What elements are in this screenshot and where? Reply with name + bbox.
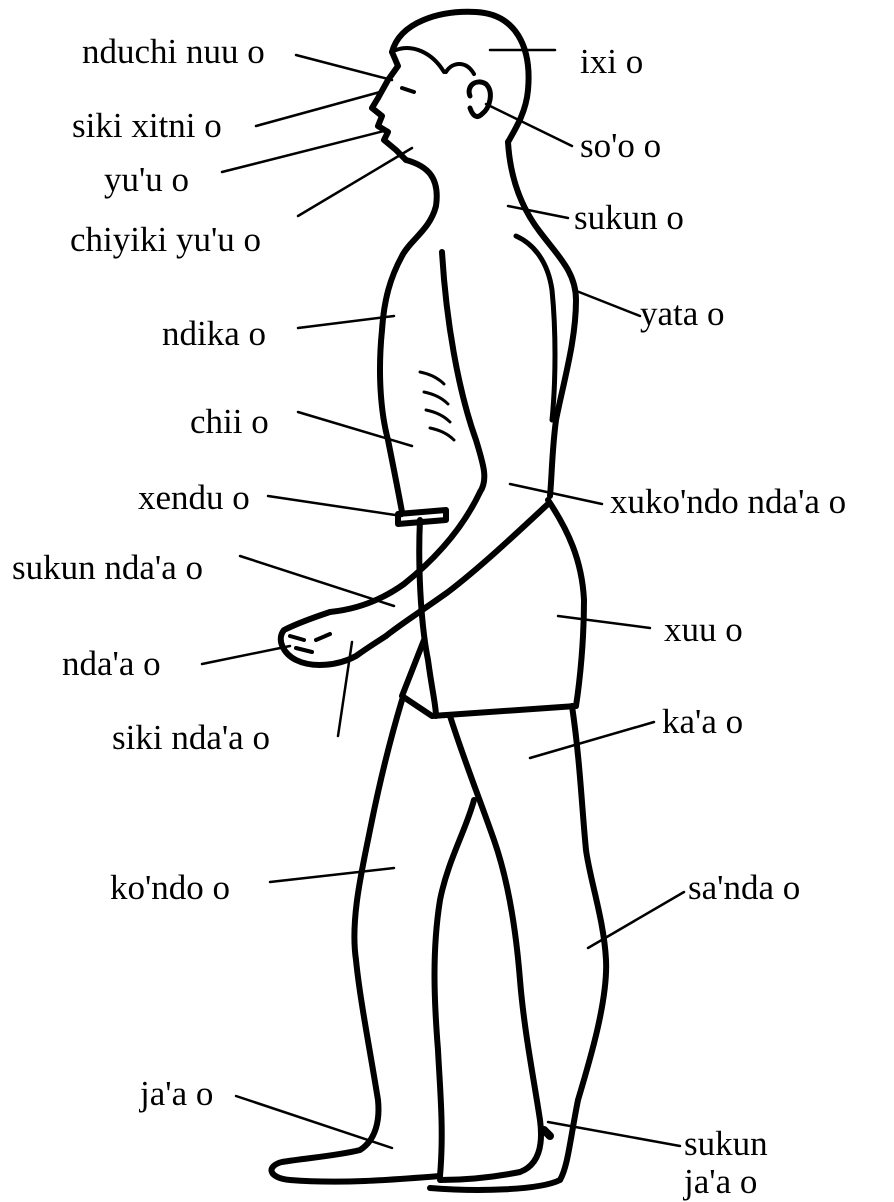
- hairline: [396, 48, 474, 74]
- leader-waist: [268, 496, 402, 516]
- label-hip: xuu o: [664, 612, 743, 647]
- eye: [402, 88, 414, 92]
- leader-foot: [236, 1096, 392, 1148]
- throat-line: [382, 160, 437, 330]
- label-ankle-line2: ja'a o: [684, 1164, 757, 1199]
- leader-mouth: [222, 130, 388, 172]
- label-chest: ndika o: [162, 316, 266, 351]
- leader-hip: [558, 616, 650, 628]
- front-torso-line: [380, 330, 402, 512]
- label-wrist: sukun nda'a o: [12, 550, 203, 585]
- label-forehead: nduchi nuu o: [82, 34, 265, 69]
- back-line: [508, 142, 576, 496]
- leader-elbow: [510, 484, 602, 504]
- leader-wrist: [240, 556, 394, 606]
- label-ribs: chii o: [190, 404, 269, 439]
- leader-knee: [270, 868, 394, 882]
- upper-arm-back: [442, 252, 484, 492]
- fingers: [290, 634, 330, 652]
- label-knee: ko'ndo o: [110, 870, 230, 905]
- leader-hand: [202, 646, 290, 664]
- leader-ear: [486, 104, 572, 146]
- label-elbow: xuko'ndo nda'a o: [610, 484, 846, 519]
- label-nose: siki xitni o: [72, 108, 222, 143]
- front-leg-outer: [272, 700, 440, 1182]
- face-profile: [372, 52, 406, 160]
- back-leg-front: [440, 716, 541, 1180]
- label-mouth: yu'u o: [104, 162, 189, 197]
- arm-front: [330, 492, 480, 612]
- ankle-mark: [544, 1130, 550, 1136]
- leader-nose: [256, 92, 380, 126]
- leader-back: [574, 290, 640, 316]
- label-back: yata o: [640, 296, 725, 331]
- label-ankle-line1: sukun: [684, 1126, 768, 1161]
- label-finger: siki nda'a o: [112, 720, 270, 755]
- leader-chin: [298, 148, 412, 216]
- label-foot: ja'a o: [140, 1076, 213, 1111]
- label-thigh: ka'a o: [662, 704, 743, 739]
- leader-forehead: [296, 55, 392, 80]
- label-head: ixi o: [580, 44, 643, 79]
- head-outline: [392, 12, 529, 142]
- ear-outline: [469, 82, 490, 117]
- shoulder-line: [516, 236, 555, 420]
- front-leg-inner: [435, 800, 475, 1176]
- label-hand: nda'a o: [62, 646, 161, 681]
- label-waist: xendu o: [138, 480, 250, 515]
- label-neck: sukun o: [574, 200, 684, 235]
- leader-finger: [338, 642, 352, 736]
- label-chin: chiyiki yu'u o: [70, 222, 261, 257]
- label-calf: sa'nda o: [688, 870, 800, 905]
- leader-neck: [508, 206, 568, 218]
- leader-ribs: [298, 412, 412, 446]
- rib-marks: [420, 372, 454, 440]
- label-ear: so'o o: [580, 128, 661, 163]
- shorts-front: [419, 520, 436, 716]
- leader-thigh: [530, 722, 654, 758]
